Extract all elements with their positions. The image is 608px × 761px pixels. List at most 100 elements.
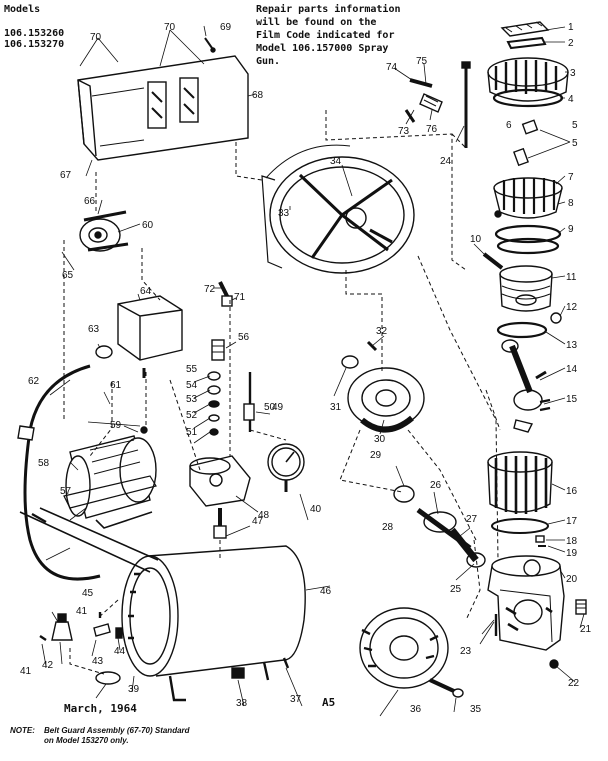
callout-14: 14 — [566, 364, 578, 375]
tank-fitting — [231, 667, 245, 679]
cord-connector — [95, 345, 113, 359]
callout-2: 2 — [568, 38, 574, 49]
callout-70b: 70 — [90, 32, 102, 43]
callout-58: 58 — [38, 458, 50, 469]
footer-note-line-2: on Model 153270 only. — [44, 736, 129, 745]
callout-38: 38 — [236, 698, 248, 709]
callout-5a: 5 — [572, 120, 578, 131]
callout-49: 49 — [272, 402, 284, 413]
callout-13: 13 — [566, 340, 578, 351]
callout-22: 22 — [568, 678, 580, 689]
callout-68: 68 — [252, 90, 264, 101]
connector-fitting — [218, 281, 233, 307]
callout-20: 20 — [566, 574, 578, 585]
callout-55: 55 — [186, 364, 198, 375]
models-heading: Models — [4, 4, 41, 15]
callout-50: 50 — [264, 402, 276, 413]
callout-41b: 41 — [20, 666, 32, 677]
callout-10: 10 — [470, 234, 482, 245]
callout-29: 29 — [370, 450, 382, 461]
oil-seal — [341, 355, 359, 369]
gaskets — [494, 224, 562, 255]
callout-63: 63 — [88, 324, 100, 335]
repair-note-line-2: will be found on the — [256, 17, 377, 28]
footer-note-line-1: Belt Guard Assembly (67-70) Standard — [44, 726, 190, 735]
callout-52: 52 — [186, 410, 198, 421]
wrist-pin — [482, 252, 504, 270]
tank-plug — [95, 671, 121, 685]
callout-75: 75 — [416, 56, 428, 67]
callout-53: 53 — [186, 394, 198, 405]
check-valve-fittings — [207, 339, 255, 436]
cylinder-gasket — [491, 518, 549, 534]
flywheel — [261, 144, 415, 274]
callout-9: 9 — [568, 224, 574, 235]
callout-27: 27 — [466, 514, 478, 525]
callout-35: 35 — [470, 704, 482, 715]
intake-filter — [404, 78, 443, 123]
callout-70a: 70 — [164, 22, 176, 33]
callout-47: 47 — [252, 516, 264, 527]
callout-36: 36 — [410, 704, 422, 715]
assembly-guide-lines — [63, 110, 501, 675]
callout-16: 16 — [566, 486, 578, 497]
callout-4: 4 — [568, 94, 574, 105]
callout-24: 24 — [440, 156, 452, 167]
motor-pulley — [79, 210, 129, 252]
drain-cock — [93, 612, 123, 639]
callout-34: 34 — [330, 156, 342, 167]
bearing-housing — [347, 367, 425, 433]
power-cord — [17, 364, 101, 581]
callout-41a: 41 — [76, 606, 88, 617]
callout-66: 66 — [84, 196, 96, 207]
callout-39: 39 — [128, 684, 140, 695]
callout-65: 65 — [62, 270, 74, 281]
rod-cap-screws — [513, 398, 551, 433]
valve-plate — [493, 177, 563, 219]
callout-62: 62 — [28, 376, 40, 387]
callout-73: 73 — [398, 126, 410, 137]
callout-18: 18 — [566, 536, 578, 547]
page-code: A5 — [322, 696, 336, 709]
small-fittings — [535, 535, 546, 547]
callout-5b: 5 — [572, 138, 578, 149]
pressure-gauge — [267, 443, 305, 492]
cylinder — [487, 451, 553, 514]
callout-30: 30 — [374, 434, 386, 445]
callout-45: 45 — [82, 588, 94, 599]
connecting-rod — [501, 339, 547, 411]
piston-ring — [496, 321, 548, 339]
callout-1: 1 — [568, 22, 574, 33]
callout-15: 15 — [566, 394, 578, 405]
axle-bolt — [429, 678, 464, 698]
callout-31: 31 — [330, 402, 342, 413]
piston — [499, 265, 553, 312]
callout-57: 57 — [60, 486, 72, 497]
footer-note-prefix: NOTE: — [10, 726, 35, 735]
callout-48: 48 — [258, 510, 270, 521]
valve-plate-parts — [500, 21, 550, 50]
repair-note-line-3: Film Code indicated for — [256, 30, 395, 41]
reed-valves — [513, 119, 539, 167]
callout-56: 56 — [238, 332, 250, 343]
callout-76: 76 — [426, 124, 438, 135]
manifold — [189, 455, 251, 539]
callout-numbers: 1 2 3 4 5 6 5 7 8 9 10 11 12 13 14 15 16… — [20, 22, 592, 715]
callout-43: 43 — [92, 656, 104, 667]
tank-drain — [282, 657, 290, 669]
callout-28: 28 — [382, 522, 394, 533]
callout-61: 61 — [110, 380, 122, 391]
callout-7: 7 — [568, 172, 574, 183]
callout-11: 11 — [566, 272, 577, 283]
callout-19: 19 — [566, 548, 578, 559]
callout-54: 54 — [186, 380, 198, 391]
belt-guard-assembly — [77, 55, 249, 161]
pressure-switch — [117, 295, 183, 378]
callout-23a: 23 — [460, 646, 472, 657]
callout-69: 69 — [220, 22, 232, 33]
callout-67: 67 — [60, 170, 72, 181]
cylinder-head — [487, 57, 569, 108]
callout-37: 37 — [290, 694, 302, 705]
